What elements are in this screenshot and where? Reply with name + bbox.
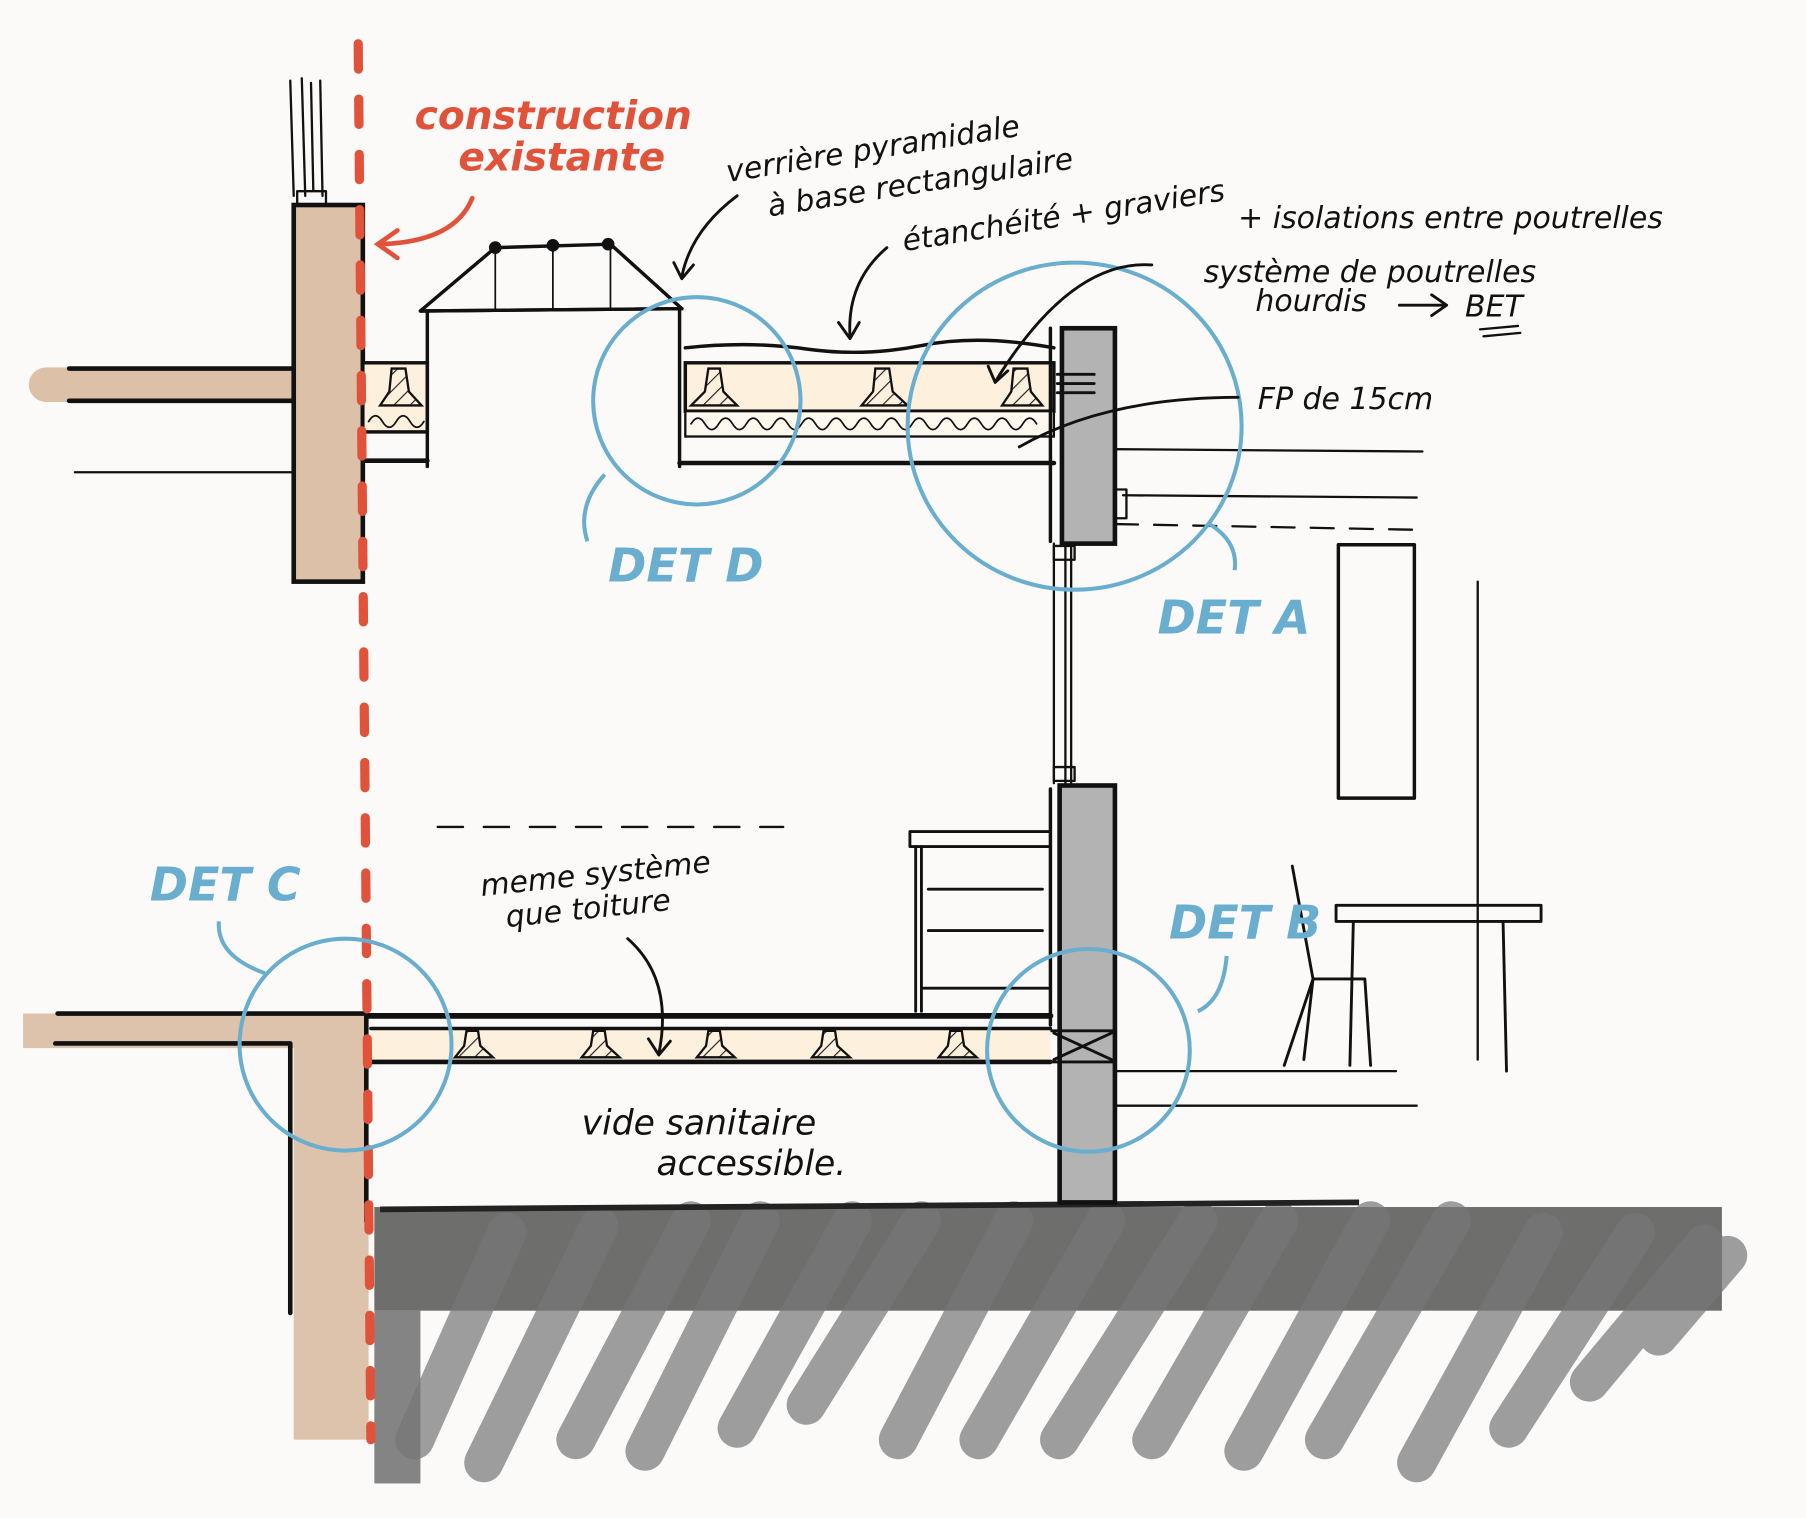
detail-circles bbox=[216, 260, 1244, 1154]
detail-circle-d bbox=[591, 295, 803, 507]
note-beams-line3: BET bbox=[1465, 290, 1525, 325]
facade-wall bbox=[1046, 325, 1118, 1205]
existing-arrow bbox=[373, 195, 475, 261]
existing-boundary-line bbox=[353, 39, 376, 1445]
note-facade: FP de 15cm bbox=[1258, 382, 1433, 417]
detail-label-b: DET B bbox=[1169, 896, 1321, 950]
ground-floor-slab bbox=[365, 1012, 1054, 1065]
existing-label-line2: existante bbox=[458, 135, 665, 180]
note-crawlspace-line2: accessible. bbox=[657, 1144, 847, 1184]
detail-circle-c bbox=[237, 936, 454, 1153]
note-beams-line2: hourdis bbox=[1255, 284, 1367, 319]
detail-circle-a bbox=[905, 260, 1244, 592]
detail-circle-b bbox=[985, 947, 1192, 1154]
annotation-leaders bbox=[626, 194, 1522, 1057]
detail-label-a: DET A bbox=[1158, 590, 1311, 644]
interior-furniture bbox=[436, 448, 1543, 1107]
pyramid-skylight bbox=[418, 237, 684, 469]
existing-wall-upper bbox=[28, 77, 366, 584]
ground-hatch bbox=[374, 1199, 1748, 1484]
detail-label-c: DET C bbox=[150, 858, 301, 912]
roof-slab bbox=[360, 338, 1057, 466]
note-insulation: + isolations entre poutrelles bbox=[1238, 201, 1663, 236]
note-crawlspace-line1: vide sanitaire bbox=[582, 1103, 817, 1143]
existing-wall-lower bbox=[23, 1011, 369, 1440]
detail-label-d: DET D bbox=[608, 539, 763, 593]
note-beams-line1: système de poutrelles bbox=[1204, 255, 1537, 290]
existing-label-line1: construction bbox=[415, 94, 692, 139]
